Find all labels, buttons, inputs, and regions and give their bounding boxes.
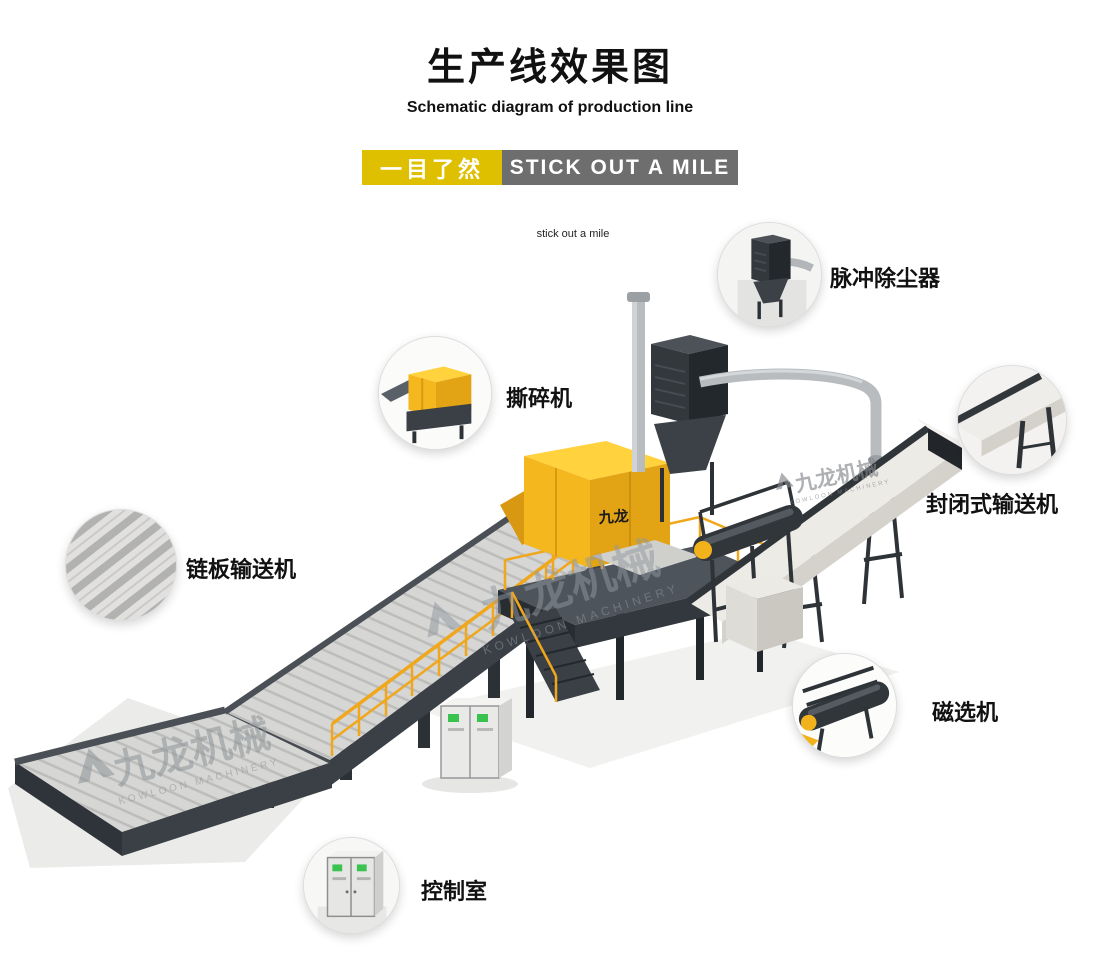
callout-label-control-room: 控制室 [421, 879, 488, 904]
callout-thumb-shredder [378, 336, 492, 450]
banner: 一目了然 STICK OUT A MILE [362, 150, 738, 185]
callout-thumb-enclosed-conveyor [957, 365, 1067, 475]
callout-label-chain-plate-conveyor: 链板输送机 [186, 557, 297, 582]
callout-thumb-chain-plate-conveyor [65, 509, 177, 621]
page-title: 生产线效果图 [426, 47, 673, 89]
callout-thumb-magnetic-separator [792, 653, 897, 758]
callout-thumb-control-room [303, 837, 400, 934]
control-cabinet-render [440, 698, 512, 779]
callout-thumb-pulse-dust-collector [717, 222, 822, 327]
tagline: stick out a mile [536, 228, 610, 240]
callout-label-shredder: 撕碎机 [506, 386, 573, 411]
shredder-brand-label: 九龙 [597, 507, 629, 527]
page-subtitle: Schematic diagram of production line [406, 99, 694, 116]
callout-label-magnetic-separator: 磁选机 [932, 700, 999, 725]
magnetic-separator-render [693, 480, 803, 652]
callout-label-pulse-dust-collector: 脉冲除尘器 [830, 266, 941, 291]
banner-right-label: STICK OUT A MILE [502, 150, 738, 185]
callout-label-enclosed-conveyor: 封闭式输送机 [926, 492, 1059, 517]
discharge-chute [592, 540, 700, 575]
banner-left-label: 一目了然 [362, 150, 502, 185]
